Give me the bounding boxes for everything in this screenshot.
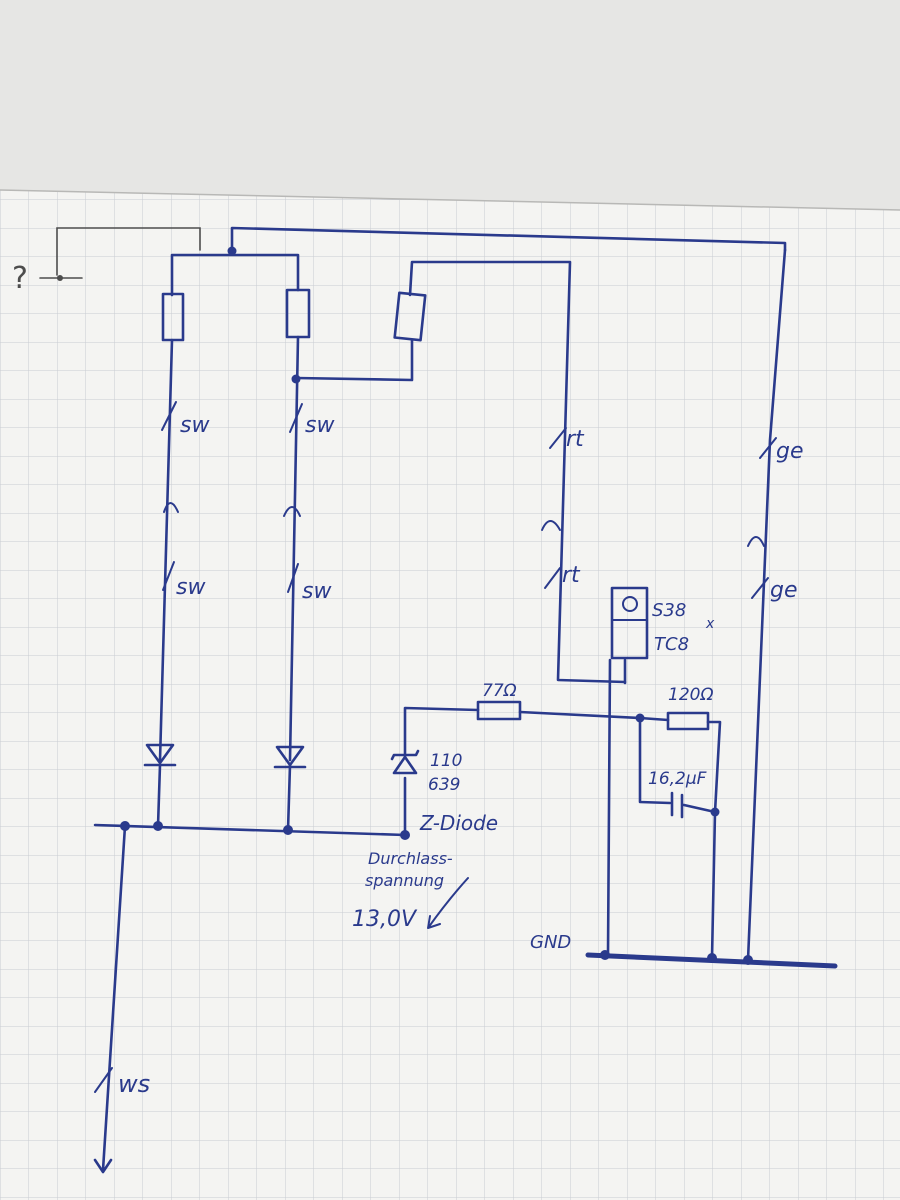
wire-marks bbox=[94, 401, 777, 1093]
resistor-3 bbox=[393, 291, 427, 342]
label-r120: 120Ω bbox=[668, 685, 713, 705]
label-zener-2: 639 bbox=[428, 775, 460, 795]
label-capacitor: 16,2µF bbox=[648, 769, 707, 789]
voltage-arrow bbox=[427, 877, 469, 929]
question-mark: ? bbox=[12, 261, 28, 296]
label-transistor-mark: x bbox=[705, 616, 715, 632]
label-sw-1b: sw bbox=[176, 575, 206, 600]
resistor-2 bbox=[285, 288, 311, 339]
label-pass-voltage-2: spannung bbox=[365, 871, 444, 890]
label-rt-b: rt bbox=[562, 563, 581, 588]
diode-2 bbox=[273, 745, 307, 769]
label-sw-2a: sw bbox=[305, 413, 335, 438]
label-sw-2b: sw bbox=[302, 579, 332, 604]
resistor-120 bbox=[666, 711, 710, 731]
label-transistor-2: TC8 bbox=[654, 634, 689, 655]
junctions bbox=[120, 246, 753, 965]
label-ws: ws bbox=[118, 1070, 150, 1098]
resistor-77 bbox=[476, 700, 522, 721]
zener-diode bbox=[390, 749, 420, 775]
labels: sw sw sw sw rt rt ge ge ws S38 TC8 x 77Ω… bbox=[118, 413, 804, 1098]
label-zener: Z-Diode bbox=[419, 811, 498, 835]
label-gnd: GND bbox=[530, 932, 571, 953]
pencil-ground-sketch: ? bbox=[12, 227, 201, 296]
diode-1 bbox=[143, 743, 177, 767]
label-ge-a: ge bbox=[776, 439, 804, 464]
capacitor bbox=[670, 791, 684, 819]
paper-sheet bbox=[0, 189, 900, 1200]
label-zener-1: 110 bbox=[430, 751, 462, 771]
label-pass-voltage-1: Durchlass- bbox=[368, 849, 453, 868]
transistor bbox=[610, 586, 649, 660]
label-ge-b: ge bbox=[770, 578, 798, 603]
label-sw-1a: sw bbox=[180, 413, 210, 438]
label-r77: 77Ω bbox=[482, 681, 517, 701]
label-pass-voltage-value: 13,0V bbox=[352, 907, 418, 932]
label-rt-a: rt bbox=[566, 427, 585, 452]
resistor-1 bbox=[161, 292, 185, 342]
label-transistor-1: S38 bbox=[652, 600, 686, 621]
